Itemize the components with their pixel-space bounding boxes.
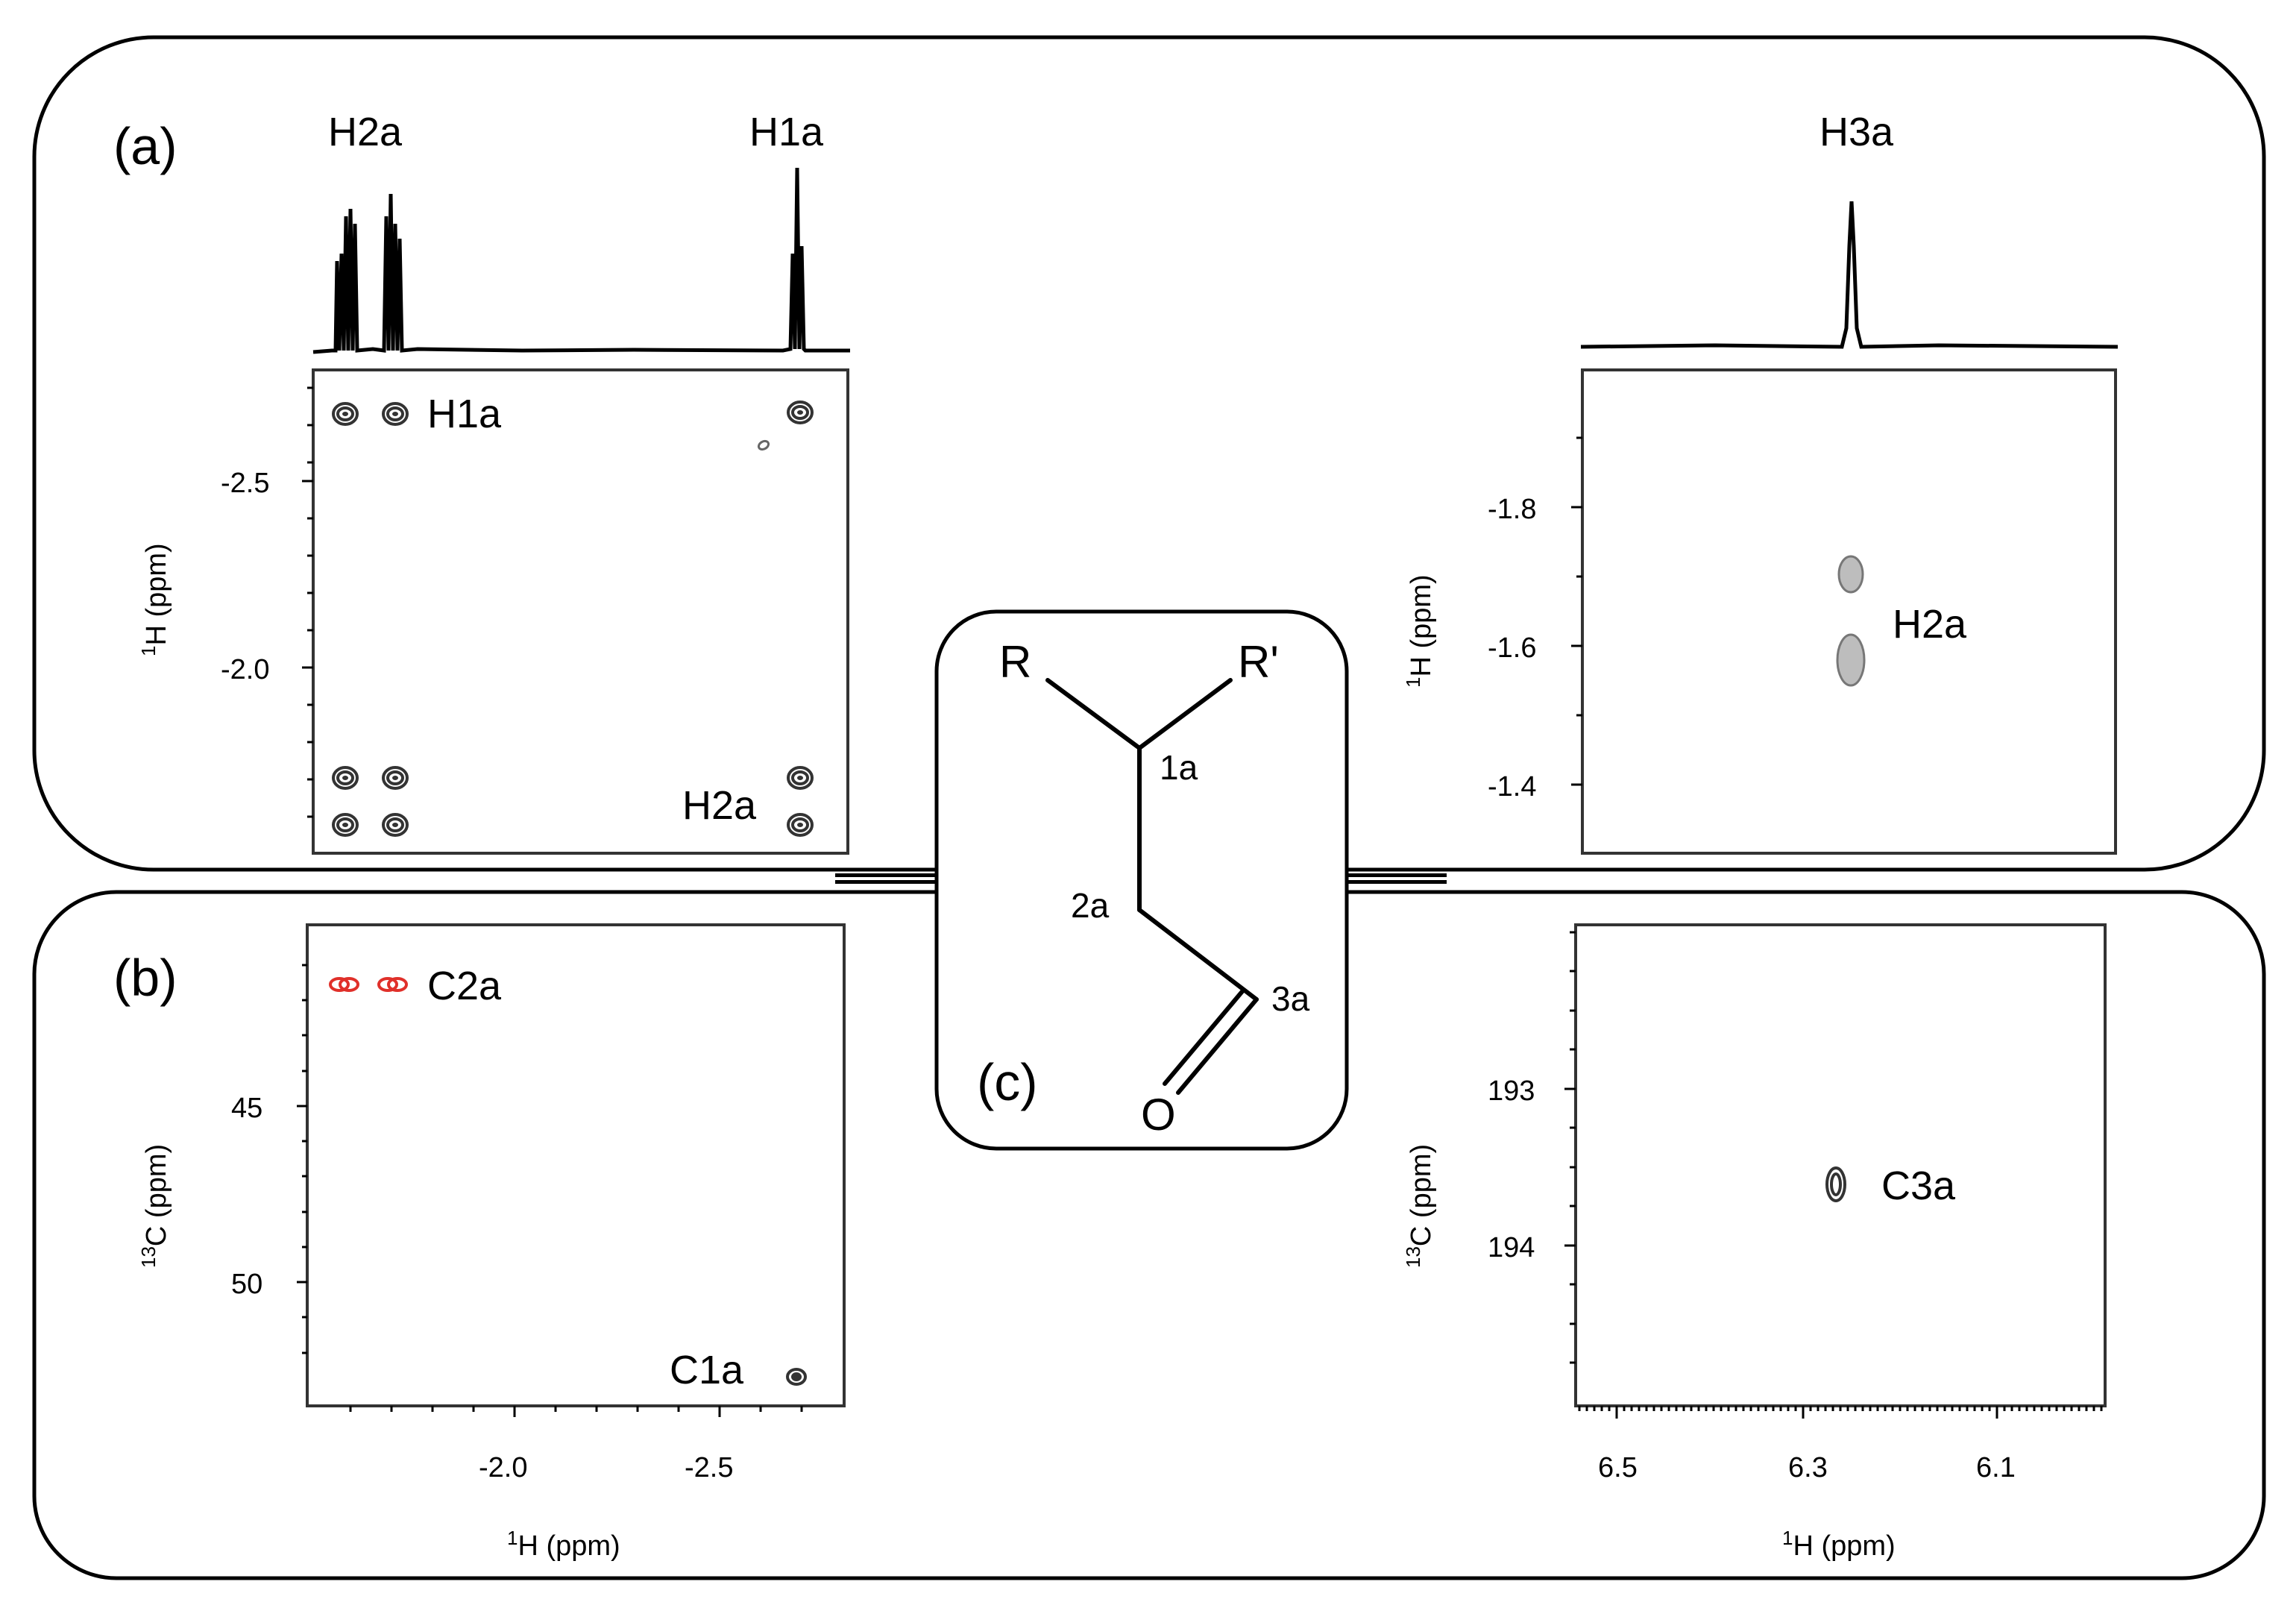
peak-label-c2a: C2a [427,964,502,1008]
hmbc-peak-c3a [1825,1166,1846,1202]
minor-peak [757,439,770,451]
plot-area-b-left [306,923,846,1407]
projection-1d-left [312,167,850,354]
position-2a: 2a [1071,886,1110,925]
peak-label-h2a-cross: H2a [682,783,757,828]
y-tick-label: -1.6 [1488,632,1536,664]
y-tick-label: -2.0 [221,654,269,685]
x-ticks-b-left [349,1406,803,1417]
cross-peak [382,402,409,426]
position-3a: 3a [1271,979,1310,1018]
y-ticks-a-right [1571,436,1582,786]
peak-label-h3a-top: H3a [1819,110,1894,154]
panel-a-tag: (a) [113,117,177,175]
cross-peak [1836,633,1866,687]
plot-area-a-right [1581,368,2117,855]
atom-r: R [999,637,1031,687]
cross-peak [332,813,359,837]
y-ticks-b-right [1564,931,1576,1364]
peak-label-h2a-top: H2a [328,110,403,154]
panel-c-tag: (c) [977,1053,1038,1111]
panel-a-left-plot: H2a H1a -2.5 -2.0 1H (ppm) [137,110,850,855]
cross-peak [332,402,359,426]
y-axis-title-a-right: 1H (ppm) [1402,574,1437,688]
peak-label-h1a-cross: H1a [427,392,502,436]
plot-area-a-left [312,368,849,855]
panel-b-tag: (b) [113,949,177,1007]
y-ticks-b-left [297,964,307,1354]
y-tick-label: 194 [1488,1232,1535,1263]
y-tick-label: -1.4 [1488,771,1536,803]
y-tick-label: 193 [1488,1075,1535,1107]
projection-1d-right [1580,201,2119,349]
peak-label-h2a-right: H2a [1893,602,1967,647]
hsqc-peak-c2a [329,977,408,992]
x-tick-label: -2.5 [685,1452,733,1483]
x-axis-title-b-left: 1H (ppm) [507,1527,620,1562]
y-axis-title-b-left: 13C (ppm) [137,1144,172,1268]
y-tick-label: 50 [231,1269,262,1300]
cross-peak [787,766,814,790]
atom-r-prime: R' [1238,637,1279,687]
cross-peak [787,401,814,424]
peak-label-c3a: C3a [1881,1163,1956,1208]
peak-label-c1a: C1a [670,1348,744,1392]
panel-b-left-plot: 45 50 -2.0 -2.5 13C (ppm) 1H (ppm) C2a C… [137,923,846,1562]
y-tick-label: -2.5 [221,468,269,499]
y-ticks-a-left [302,386,313,818]
hsqc-peak-c1a [786,1368,807,1386]
panel-b-right-plot: 193 194 6.5 6.3 6.1 13C (ppm) 1H (ppm) C… [1402,923,2107,1562]
y-tick-label: -1.8 [1488,494,1536,525]
y-axis-title-b-right: 13C (ppm) [1402,1144,1437,1268]
position-1a: 1a [1160,748,1198,787]
y-tick-label: 45 [231,1093,262,1124]
x-tick-label: 6.3 [1788,1452,1828,1483]
cross-peak [332,766,359,790]
peak-label-h1a-top: H1a [749,110,824,154]
plot-area-b-right [1574,923,2107,1407]
panel-a-right-plot: H3a -1.8 -1.6 -1.4 1H (ppm) H2a [1402,110,2119,855]
y-axis-title-a-left: 1H (ppm) [137,543,172,656]
atom-o: O [1141,1090,1176,1140]
cross-peak [382,766,409,790]
x-tick-label: 6.5 [1598,1452,1638,1483]
cross-peak [787,813,814,837]
cross-peak [382,813,409,837]
x-tick-label: 6.1 [1976,1452,2016,1483]
panel-c-structure: R R' 1a 2a 3a O (c) [934,609,1349,1151]
x-axis-title-b-right: 1H (ppm) [1782,1527,1896,1562]
x-tick-label: -2.0 [479,1452,527,1483]
bonds [1045,678,1259,1095]
cross-peak [1837,555,1864,594]
x-ticks-b-right [1578,1406,2103,1419]
